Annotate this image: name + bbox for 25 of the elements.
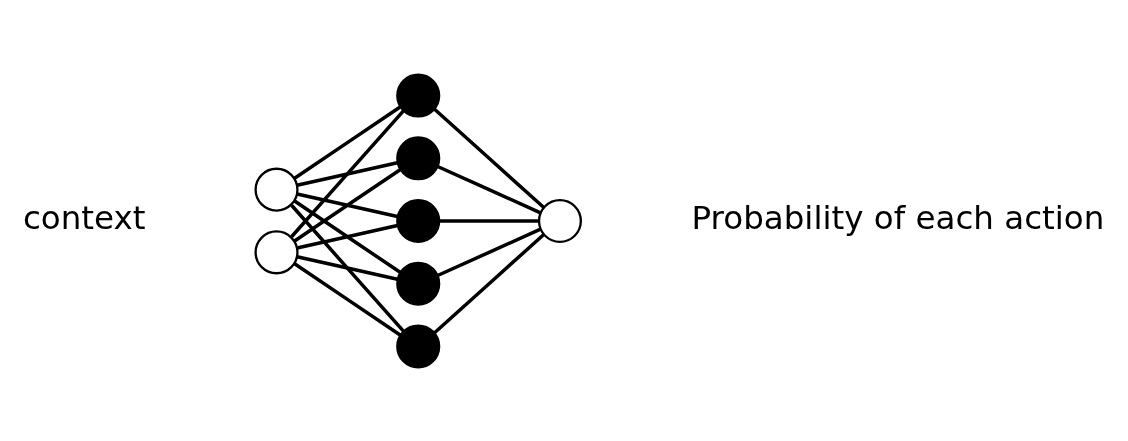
connector <box>293 167 402 243</box>
node-circle <box>396 73 441 118</box>
connector <box>433 232 545 334</box>
connector <box>296 254 398 281</box>
node-circle <box>396 198 441 243</box>
connector <box>296 223 398 250</box>
connector <box>436 227 542 277</box>
node-circle <box>396 261 441 306</box>
connector <box>293 198 402 274</box>
connector <box>293 105 402 180</box>
label: context <box>23 198 146 237</box>
connector <box>439 218 539 223</box>
label: Probability of each action <box>691 198 1105 237</box>
connector <box>290 109 405 238</box>
connector <box>433 107 545 209</box>
node-circle <box>254 229 299 274</box>
connector <box>290 203 405 332</box>
connector <box>436 164 542 214</box>
node-circle <box>254 167 299 212</box>
node-circle <box>396 323 441 368</box>
node-circle <box>396 135 441 180</box>
connector <box>296 160 398 187</box>
connector <box>296 191 398 218</box>
node-circle <box>537 198 582 243</box>
connector <box>293 261 402 336</box>
